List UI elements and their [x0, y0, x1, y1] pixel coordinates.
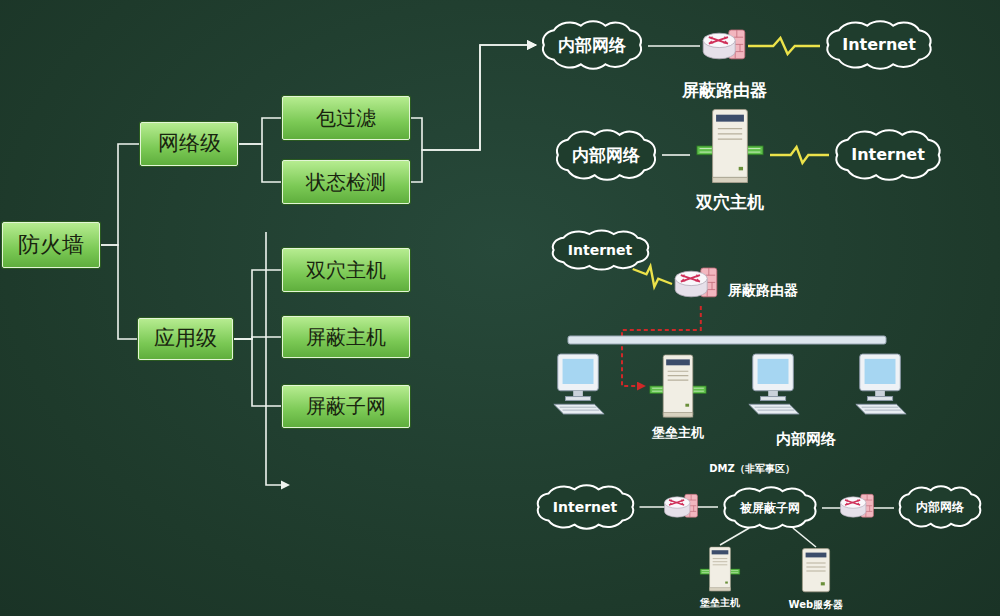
topic-label: 状态检测	[306, 170, 386, 194]
group-label: 内部网络	[776, 430, 836, 448]
device-label: 屏蔽路由器	[682, 80, 767, 100]
zone-label: DMZ（非军事区）	[709, 463, 795, 475]
device-picture	[796, 547, 836, 595]
connector-line	[238, 118, 282, 144]
device-picture	[690, 106, 770, 186]
computer-icon	[554, 354, 604, 414]
topic-box: 双穴主机	[282, 248, 410, 292]
cloud-label: 被屏蔽子网	[740, 501, 800, 515]
device-icon: 堡垒主机	[698, 545, 742, 593]
arrow-head	[281, 481, 290, 490]
cloud-label: 内部网络	[572, 145, 640, 165]
connector-line	[100, 245, 138, 339]
cloud-label: Internet	[553, 499, 617, 516]
topic-label: 屏蔽子网	[306, 394, 386, 418]
topic-label: 防火墙	[18, 232, 84, 258]
device-label: 堡垒主机	[652, 425, 704, 441]
device-icon: 堡垒主机	[645, 352, 711, 420]
connector-line	[410, 45, 536, 150]
connector-group	[100, 38, 894, 547]
connector-line	[233, 339, 282, 406]
topic-box: 防火墙	[2, 222, 100, 268]
connector-line	[720, 528, 749, 545]
topic-box: 网络级	[140, 122, 238, 166]
cloud-label: Internet	[568, 242, 632, 259]
wireless-link	[770, 147, 829, 163]
connector-line	[793, 528, 816, 547]
cloud-label: Internet	[851, 145, 925, 164]
device-picture	[700, 24, 748, 68]
router-icon	[665, 494, 698, 517]
topic-label: 应用级	[154, 326, 217, 351]
device-icon: 双穴主机	[690, 106, 770, 186]
topic-label: 包过滤	[316, 106, 376, 130]
connector-line	[662, 154, 690, 156]
topic-label: 屏蔽主机	[306, 325, 386, 349]
topic-label: 网络级	[158, 131, 221, 156]
topic-box: 屏蔽主机	[282, 316, 410, 358]
device-icon: Web服务器	[796, 547, 836, 595]
network-bus	[568, 336, 886, 344]
network-cloud: Internet	[531, 486, 640, 528]
network-cloud: 内部网络	[536, 22, 648, 68]
computer-icon	[856, 354, 906, 414]
device-icon: 屏蔽路由器	[700, 24, 748, 68]
device-picture	[645, 352, 711, 420]
device-icon: 屏蔽路由器	[672, 262, 720, 306]
connector-line	[100, 144, 140, 245]
cloud-label: 内部网络	[916, 500, 964, 514]
cloud-label: Internet	[842, 35, 916, 54]
network-cloud: Internet	[820, 22, 938, 68]
computer-icon	[749, 354, 799, 414]
connector-line	[238, 144, 282, 182]
device-picture	[672, 262, 720, 306]
device-label: 屏蔽路由器	[728, 282, 798, 299]
connector-line	[648, 45, 700, 47]
connector-line	[410, 45, 536, 182]
device-label: 堡垒主机	[700, 597, 740, 609]
topic-box: 包过滤	[282, 96, 410, 140]
wireless-link	[748, 38, 820, 54]
device-label: Web服务器	[789, 599, 844, 611]
network-cloud: Internet	[546, 231, 655, 269]
network-cloud: 内部网络	[894, 487, 986, 527]
topic-box: 状态检测	[282, 160, 410, 204]
wireless-link	[633, 266, 672, 287]
network-cloud: Internet	[829, 131, 947, 179]
router-icon	[841, 494, 874, 517]
device-label: 双穴主机	[696, 192, 764, 212]
topic-box: 应用级	[138, 318, 233, 360]
network-cloud: 被屏蔽子网	[718, 488, 822, 528]
device-picture	[698, 545, 742, 593]
topic-box: 屏蔽子网	[282, 385, 410, 428]
topic-label: 双穴主机	[306, 258, 386, 282]
network-cloud: 内部网络	[550, 131, 662, 179]
cloud-label: 内部网络	[558, 35, 626, 55]
connector-line	[233, 270, 282, 339]
